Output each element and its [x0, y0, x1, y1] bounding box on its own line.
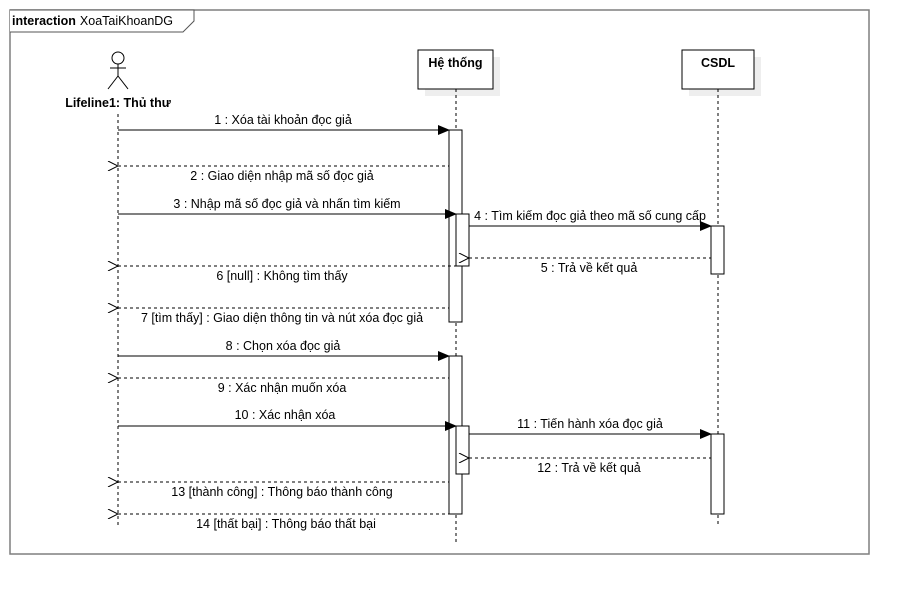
actor-icon: [107, 51, 129, 90]
message-label: 9 : Xác nhận muốn xóa: [218, 381, 347, 395]
message-label: 12 : Trả về kết quả: [537, 461, 641, 475]
db-lifeline-label: CSDL: [701, 56, 735, 70]
message-label: 14 [thất bại] : Thông báo thất bại: [196, 517, 376, 531]
message-label: 8 : Chọn xóa đọc giả: [226, 339, 341, 353]
message-label: 13 [thành công] : Thông báo thành công: [171, 485, 393, 499]
message-label: 11 : Tiến hành xóa đọc giả: [517, 417, 663, 431]
message-label: 2 : Giao diện nhập mã số đọc giả: [190, 169, 374, 183]
activation-bar: [710, 433, 725, 515]
activation-bar: [710, 225, 725, 275]
system-lifeline-label: Hệ thống: [428, 56, 482, 70]
frame-name: XoaTaiKhoanDG: [80, 14, 173, 28]
interaction-frame: [9, 9, 870, 555]
message-label: 10 : Xác nhận xóa: [235, 408, 336, 422]
actor-label: Lifeline1: Thủ thư: [65, 96, 172, 110]
activation-bar: [455, 425, 470, 475]
message-label: 5 : Trả về kết quả: [541, 261, 638, 275]
message-label: 6 [null] : Không tìm thấy: [216, 269, 348, 283]
message-label: 7 [tìm thấy] : Giao diện thông tin và nú…: [141, 311, 423, 325]
system-lifeline-head: [417, 49, 494, 90]
frame-label: interaction XoaTaiKhoanDG: [12, 14, 173, 28]
message-label: 3 : Nhập mã số đọc giả và nhấn tìm kiếm: [173, 197, 400, 211]
message-label: 4 : Tìm kiếm đọc giả theo mã số cung cấp: [474, 209, 706, 223]
frame-keyword: interaction: [12, 14, 76, 28]
message-label: 1 : Xóa tài khoản đọc giả: [214, 113, 352, 127]
activation-bar: [455, 213, 470, 267]
db-lifeline-head: [681, 49, 755, 90]
frame-label-tab: [10, 9, 195, 33]
